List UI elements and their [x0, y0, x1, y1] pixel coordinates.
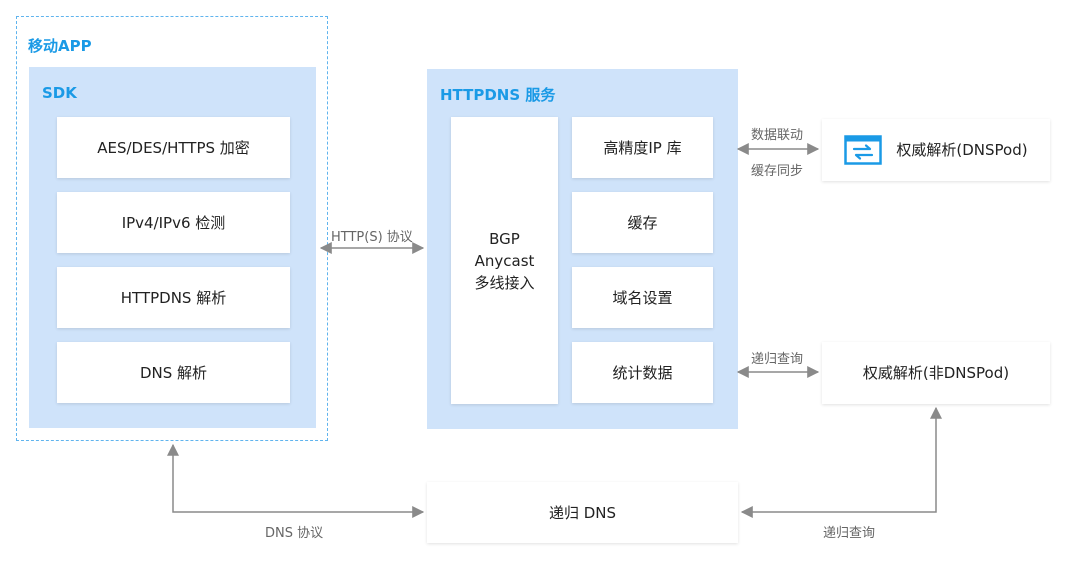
recursive-dns-card: 递归 DNS: [427, 482, 738, 543]
mobile-app-frame: [16, 16, 328, 441]
svc-item-label: 域名设置: [612, 288, 673, 307]
data-link-label: 数据联动: [751, 128, 804, 143]
sdk-item-dns-resolve: DNS 解析: [57, 342, 290, 403]
bgp-line-1: BGP: [489, 229, 520, 248]
sdk-item-label: HTTPDNS 解析: [120, 288, 227, 307]
svc-item-label: 统计数据: [612, 363, 673, 382]
recursive-query-label-bottom: 递归查询: [823, 526, 876, 541]
sdk-item-label: DNS 解析: [139, 363, 208, 382]
sdk-item-httpdns-resolve: HTTPDNS 解析: [57, 267, 290, 328]
sdk-item-label: IPv4/IPv6 检测: [121, 213, 226, 232]
sdk-item-ip-detect: IPv4/IPv6 检测: [57, 192, 290, 253]
bgp-line-2: Anycast: [474, 251, 535, 270]
authoritative-dnspod-card: 权威解析(DNSPod): [822, 119, 1050, 181]
bgp-anycast-card: BGP Anycast 多线接入: [451, 117, 558, 404]
recursive-query-label-top: 递归查询: [751, 352, 804, 367]
authoritative-dnspod-label: 权威解析(DNSPod): [896, 141, 1028, 159]
sdk-item-label: AES/DES/HTTPS 加密: [97, 138, 250, 157]
svc-item-cache: 缓存: [572, 192, 713, 253]
svc-item-domain-settings: 域名设置: [572, 267, 713, 328]
mobile-app-title: 移动APP: [28, 37, 92, 55]
svc-item-ip-db: 高精度IP 库: [572, 117, 713, 178]
http-protocol-label: HTTP(S) 协议: [331, 230, 413, 245]
httpdns-service-title: HTTPDNS 服务: [440, 86, 556, 104]
sdk-item-encryption: AES/DES/HTTPS 加密: [57, 117, 290, 178]
authoritative-non-dnspod-card: 权威解析(非DNSPod): [822, 342, 1050, 404]
cache-sync-label: 缓存同步: [751, 164, 804, 179]
dns-protocol-arrow: [167, 443, 425, 518]
bgp-line-3: 多线接入: [474, 273, 535, 292]
authoritative-non-dnspod-label: 权威解析(非DNSPod): [862, 364, 1010, 382]
svc-item-label: 缓存: [627, 213, 658, 232]
recursive-query-arrow: [740, 406, 942, 518]
transfer-arrows-icon: [844, 135, 883, 165]
svc-item-statistics: 统计数据: [572, 342, 713, 403]
recursive-dns-label: 递归 DNS: [548, 503, 617, 522]
sdk-title: SDK: [42, 84, 77, 102]
dns-protocol-label: DNS 协议: [265, 526, 324, 541]
svc-item-label: 高精度IP 库: [603, 138, 682, 157]
